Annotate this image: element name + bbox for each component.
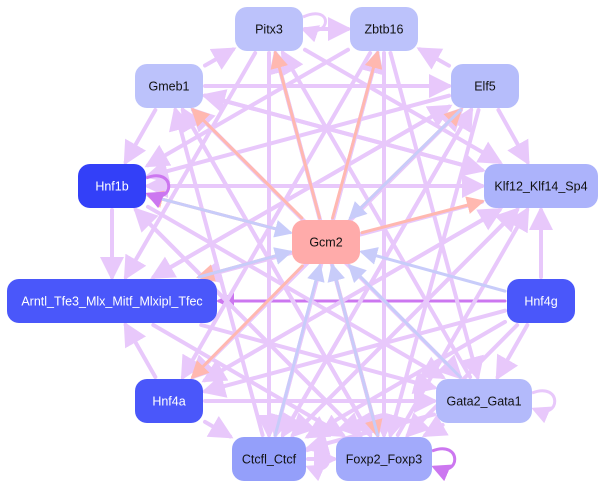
node-foxp[interactable]: Foxp2_Foxp3: [336, 437, 432, 481]
node-label: Pitx3: [255, 22, 283, 36]
node-box[interactable]: [436, 379, 532, 423]
node-label: Klf12_Klf14_Sp4: [494, 179, 587, 193]
edge-hnf4a-to-ctcf: [203, 415, 234, 439]
self-loop-hnf1b: [145, 174, 171, 209]
edge-zbtb16-to-hnf4a: [180, 51, 373, 381]
edge-arntl-to-gcm2: [197, 247, 293, 279]
edge-arntl-to-gata: [199, 323, 438, 394]
edge-elf5-to-klf: [496, 108, 530, 166]
node-box[interactable]: [484, 164, 598, 208]
edge-hnf1b-to-gata: [146, 204, 446, 380]
node-box[interactable]: [451, 64, 519, 108]
node-gata[interactable]: Gata2_Gata1: [436, 379, 532, 423]
node-label: Hnf4g: [524, 294, 557, 308]
node-box[interactable]: [507, 279, 575, 323]
node-label: Gcm2: [309, 235, 342, 249]
node-box[interactable]: [135, 379, 203, 423]
edge-hnf4g-to-gata: [495, 323, 530, 381]
node-label: Gmeb1: [149, 79, 190, 93]
edges-layer: [100, 17, 553, 471]
edge-gcm2-to-hnf4a: [190, 264, 304, 380]
node-label: Zbtb16: [365, 22, 404, 36]
edge-gcm2-to-klf: [360, 196, 485, 235]
edge-pitx3-to-klf: [303, 47, 503, 164]
edge-gcm2-to-gmeb1: [191, 107, 304, 220]
node-ctcf[interactable]: Ctcfl_Ctcf: [232, 437, 306, 481]
edge-gcm2-to-pitx3: [270, 50, 322, 220]
edge-hnf4g-to-ctcf: [304, 319, 507, 439]
node-box[interactable]: [336, 437, 432, 481]
edge-hnf4g-to-gcm2: [359, 247, 507, 293]
node-label: Elf5: [474, 79, 496, 93]
node-label: Hnf4a: [152, 394, 185, 408]
node-pitx3[interactable]: Pitx3: [235, 7, 303, 51]
edge-gata-to-foxp: [421, 414, 449, 438]
node-zbtb16[interactable]: Zbtb16: [350, 7, 418, 51]
node-hnf1b[interactable]: Hnf1b: [78, 164, 146, 208]
self-loop-foxp: [431, 447, 457, 482]
edge-gmeb1-to-pitx3: [203, 47, 237, 70]
node-box[interactable]: [7, 279, 217, 323]
edge-klf-to-gmeb1: [201, 89, 484, 173]
node-gmeb1[interactable]: Gmeb1: [135, 64, 203, 108]
node-box[interactable]: [292, 220, 360, 264]
edge-ctcf-to-elf5: [280, 106, 474, 437]
node-label: Gata2_Gata1: [446, 394, 521, 408]
node-klf[interactable]: Klf12_Klf14_Sp4: [484, 164, 598, 208]
edge-elf5-to-zbtb16: [416, 47, 451, 70]
node-box[interactable]: [350, 7, 418, 51]
edge-arntl-to-elf5: [151, 104, 453, 279]
node-label: Arntl_Tfe3_Mlx_Mitf_Mlxipl_Tfec: [21, 294, 202, 308]
node-hnf4a[interactable]: Hnf4a: [135, 379, 203, 423]
self-loop-gata: [531, 389, 557, 424]
edge-ctcf-to-gcm2: [273, 263, 325, 437]
node-box[interactable]: [235, 7, 303, 51]
node-label: Hnf1b: [95, 179, 128, 193]
edge-hnf4a-to-arntl: [123, 321, 158, 379]
node-arntl[interactable]: Arntl_Tfe3_Mlx_Mitf_Mlxipl_Tfec: [7, 279, 217, 323]
node-box[interactable]: [232, 437, 306, 481]
edge-gata-to-gcm2: [347, 263, 462, 379]
edge-foxp-to-gcm2: [327, 263, 380, 437]
edge-gata-to-pitx3: [280, 49, 473, 379]
edge-hnf1b-to-gcm2: [146, 193, 293, 238]
node-box[interactable]: [135, 64, 203, 108]
node-hnf4g[interactable]: Hnf4g: [507, 279, 575, 323]
self-loops-layer: [145, 12, 557, 482]
edge-elf5-to-gcm2: [348, 108, 463, 221]
node-box[interactable]: [78, 164, 146, 208]
edge-hnf4a-to-klf: [203, 207, 503, 383]
self-loop-pitx3: [300, 12, 327, 43]
edge-gcm2-to-zbtb16: [331, 50, 383, 220]
node-label: Foxp2_Foxp3: [346, 452, 422, 466]
self-loop-ctcf: [305, 447, 331, 482]
edge-gmeb1-to-hnf1b: [123, 108, 158, 166]
node-elf5[interactable]: Elf5: [451, 64, 519, 108]
node-label: Ctcfl_Ctcf: [242, 452, 297, 466]
node-gcm2[interactable]: Gcm2: [292, 220, 360, 264]
edge-foxp-to-gmeb1: [180, 106, 373, 437]
